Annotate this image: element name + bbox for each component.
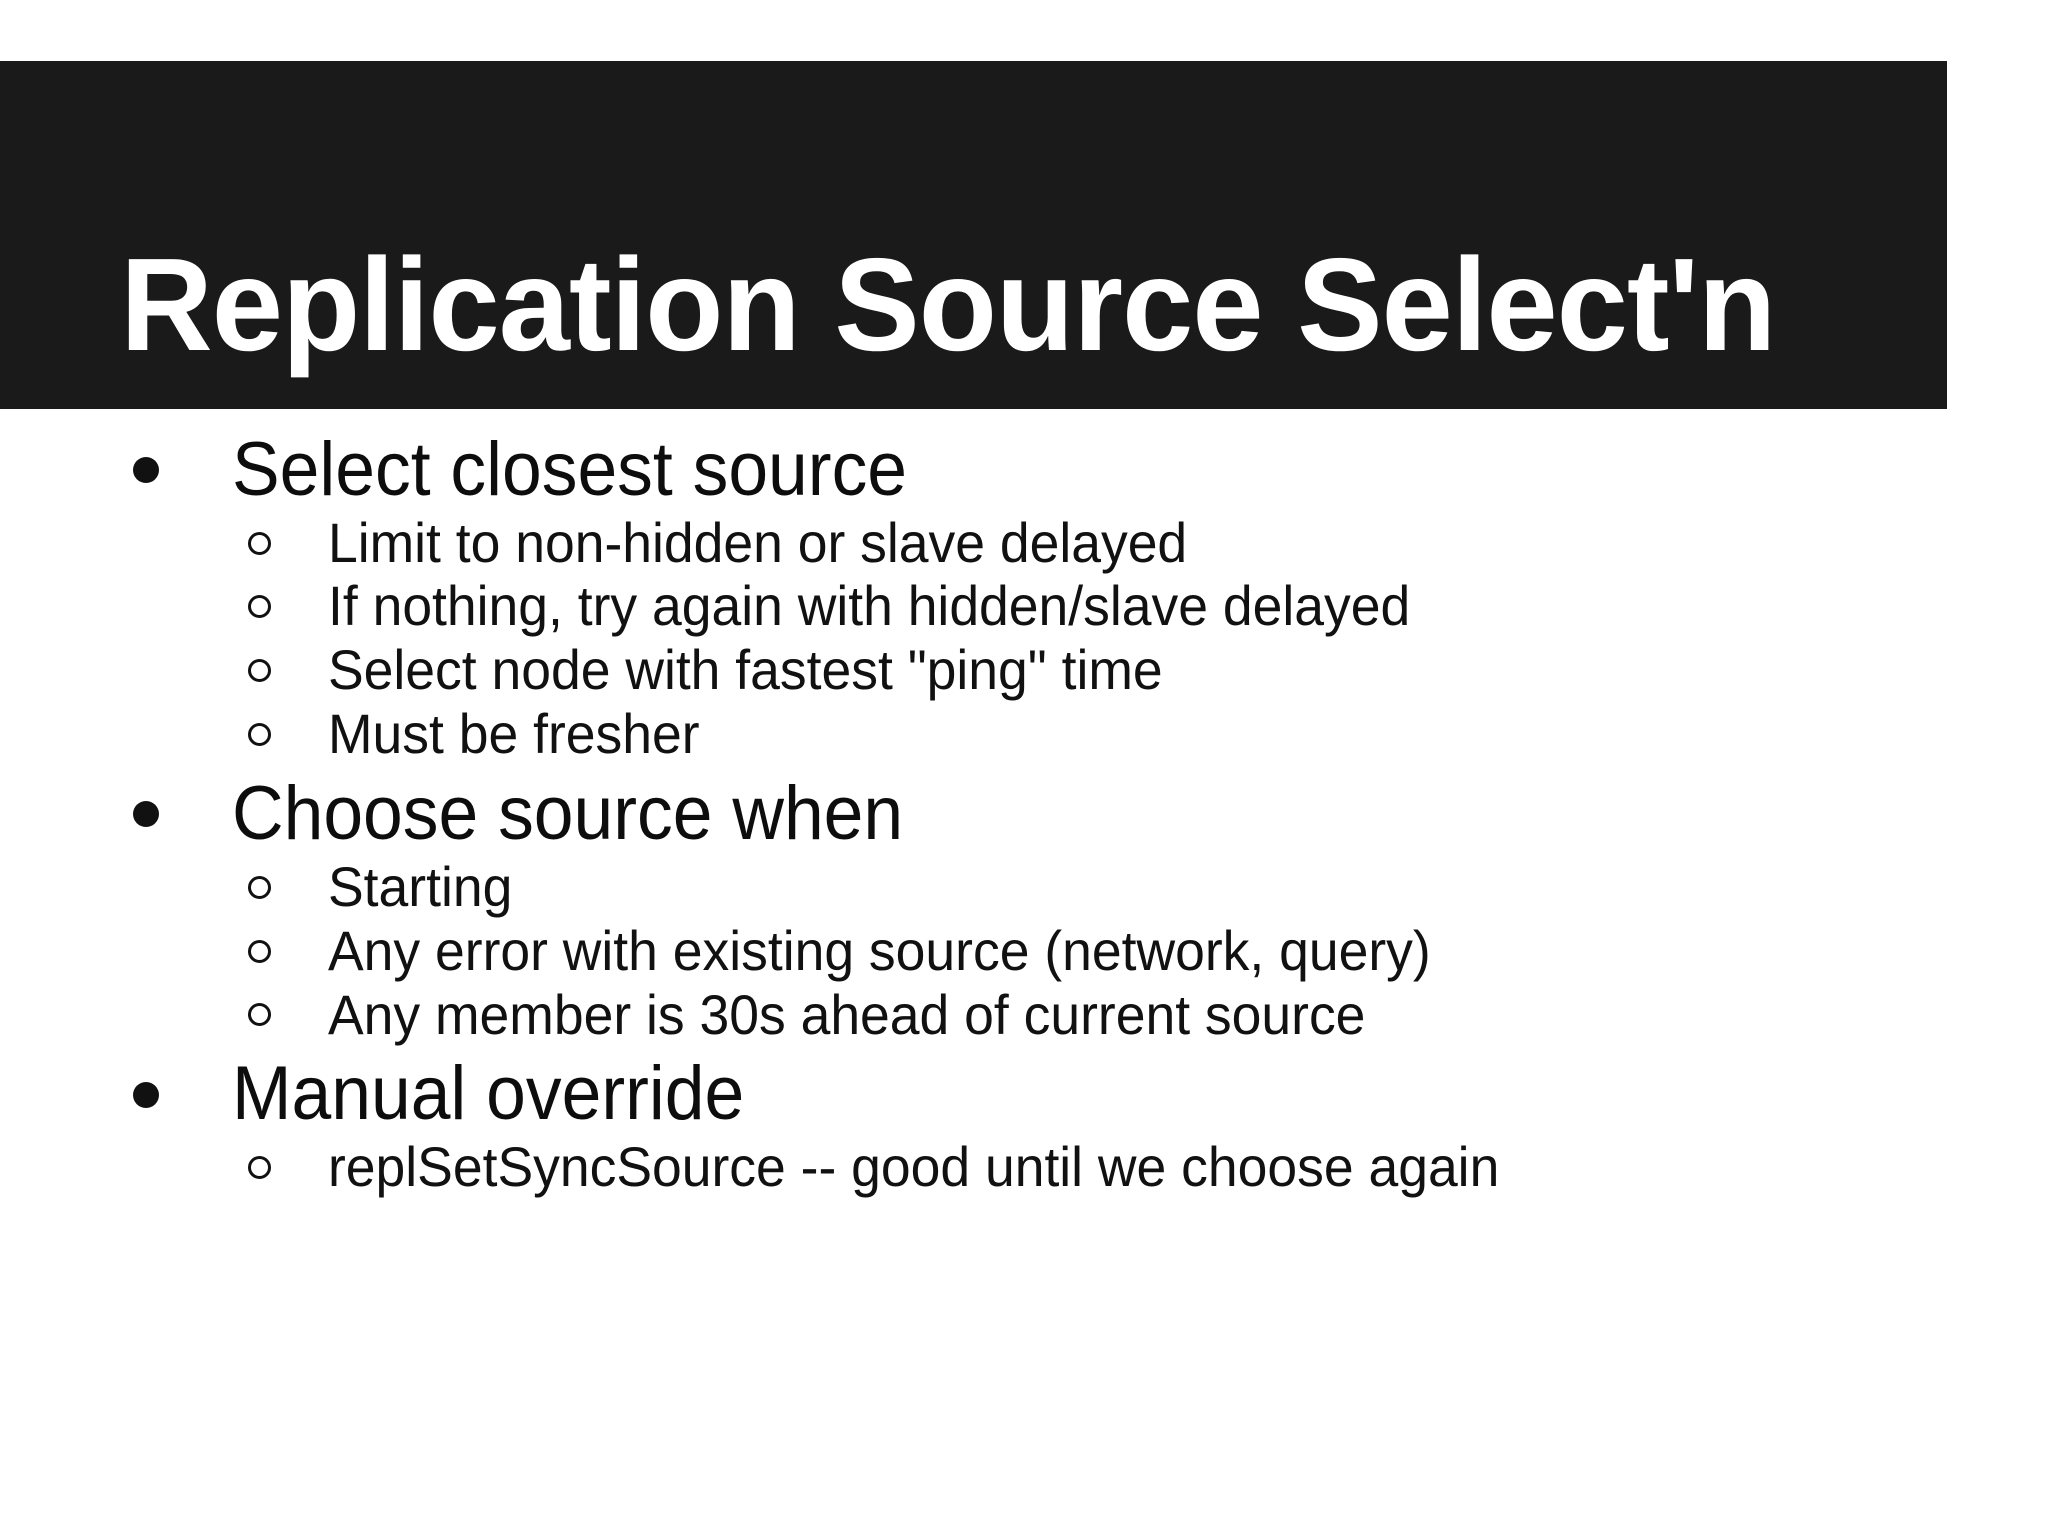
bullet-label: Manual override [232,1051,745,1137]
title-banner: Replication Source Select'n [0,61,1947,409]
bullet-item-level2: Must be fresher [0,704,2048,764]
bullet-item-level1: Manual override [0,1054,2048,1135]
bullet-item-level1: Select closest source [0,427,2048,512]
bullet-sublist-container: replSetSyncSource -- good until we choos… [0,1137,2048,1197]
bullet-item-level2: Select node with fastest "ping" time [0,640,2048,700]
bullet-item-level2: Any member is 30s ahead of current sourc… [0,982,2048,1046]
hollow-circle-bullet-icon [248,875,271,899]
bullet-item-level2: If nothing, try again with hidden/slave … [0,576,2048,636]
bullet-item-level1: Choose source when [0,774,2048,855]
filled-circle-bullet-icon [133,457,159,484]
bullet-label: Starting [328,854,513,918]
bullet-list-level2: replSetSyncSource -- good until we choos… [0,1137,2048,1197]
bullet-label: Select closest source [232,427,908,512]
slide-body: Select closest source Limit to non-hidde… [0,427,2048,1201]
bullet-label: Any error with existing source (network,… [328,918,1431,982]
bullet-item-level2: replSetSyncSource -- good until we choos… [0,1137,2048,1197]
filled-circle-bullet-icon [133,801,159,828]
hollow-circle-bullet-icon [248,939,271,963]
bullet-list-level2: Limit to non-hidden or slave delayed If … [0,510,2048,765]
bullet-list-level2: Starting Any error with existing source … [0,854,2048,1046]
bullet-sublist-container: Starting Any error with existing source … [0,854,2048,1055]
bullet-item-level2: Any error with existing source (network,… [0,918,2048,982]
hollow-circle-bullet-icon [248,659,271,683]
bullet-item-level2: Limit to non-hidden or slave delayed [0,510,2048,574]
bullet-sublist-container: Limit to non-hidden or slave delayed If … [0,510,2048,775]
bullet-label: Any member is 30s ahead of current sourc… [328,982,1366,1046]
bullet-list-level1: Select closest source Limit to non-hidde… [0,427,2048,1197]
bullet-label: replSetSyncSource -- good until we choos… [328,1134,1500,1198]
bullet-label: Select node with fastest "ping" time [328,638,1163,702]
bullet-label: Must be fresher [328,702,700,766]
hollow-circle-bullet-icon [248,595,271,619]
hollow-circle-bullet-icon [248,723,271,747]
bullet-label: If nothing, try again with hidden/slave … [328,574,1411,638]
bullet-item-level2: Starting [0,854,2048,918]
bullet-label: Choose source when [232,771,904,857]
hollow-circle-bullet-icon [248,1003,271,1027]
hollow-circle-bullet-icon [248,531,271,555]
slide-title: Replication Source Select'n [120,231,1776,378]
hollow-circle-bullet-icon [248,1155,271,1179]
filled-circle-bullet-icon [133,1081,159,1108]
bullet-label: Limit to non-hidden or slave delayed [328,510,1188,574]
